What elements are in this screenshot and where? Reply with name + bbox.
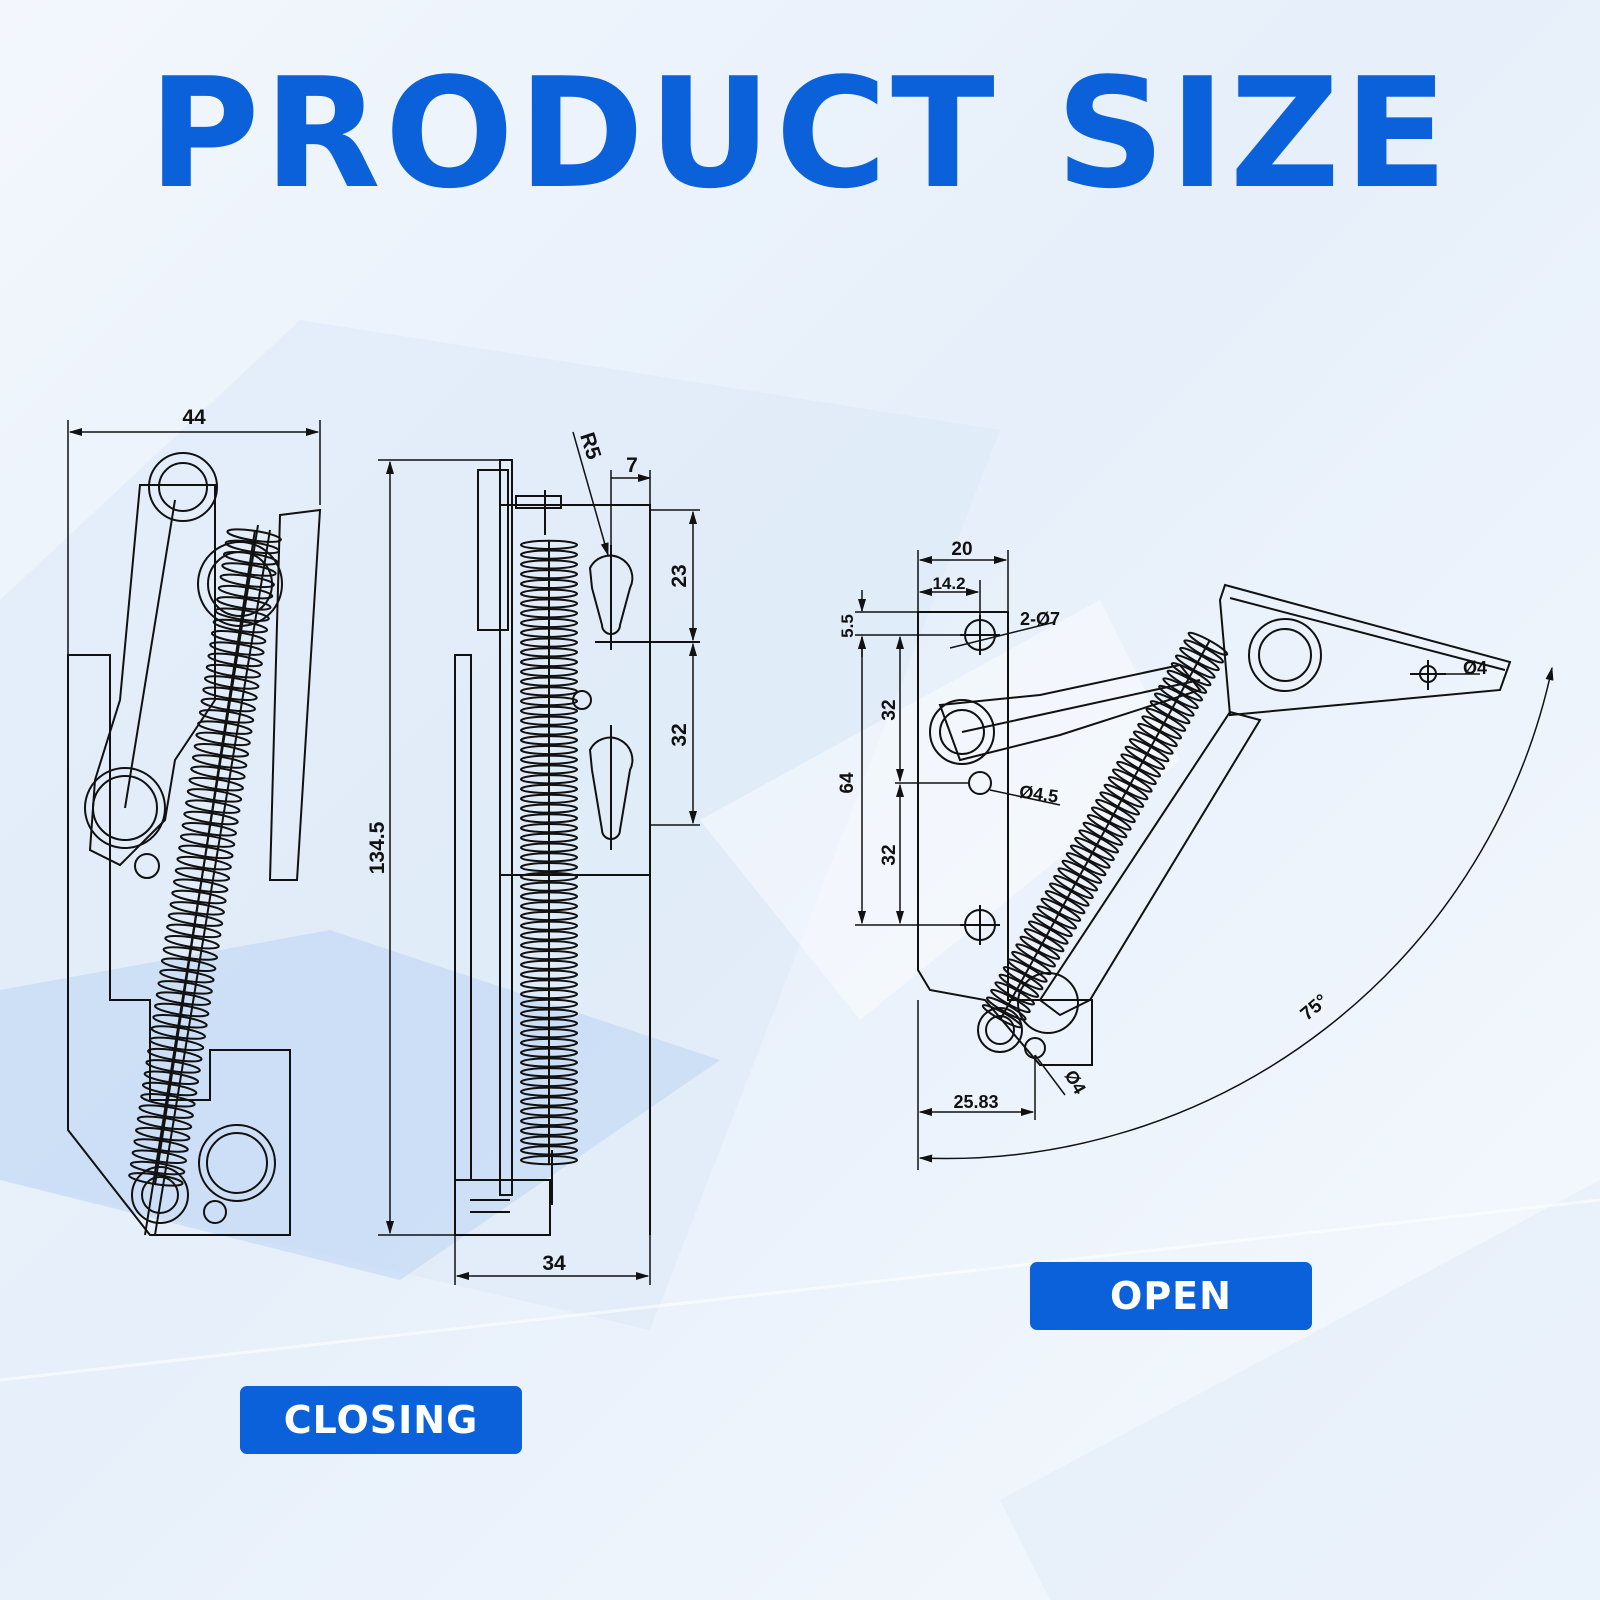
dim-base-offset: 25.83: [953, 1092, 998, 1112]
dim-top-gap: 5.5: [838, 614, 857, 638]
dim-hole-mid: Ø4.5: [1018, 781, 1059, 806]
dim-total: 64: [837, 772, 858, 794]
page-title: PRODUCT SIZE: [148, 45, 1452, 222]
open-spring: [981, 631, 1229, 1029]
dim-open-width: 20: [951, 539, 972, 560]
dim-height: 134.5: [366, 821, 389, 874]
closing-front-spring: [128, 528, 282, 1187]
dim-slot-a: 23: [668, 564, 691, 587]
open-dimensions: [855, 550, 1554, 1170]
closing-side-view: [454, 459, 700, 1236]
dim-base-hole: Ø4: [1061, 1067, 1090, 1098]
closing-front-view: [67, 452, 322, 1236]
dim-slot-offset: 7: [626, 454, 638, 477]
closing-side-spring: [520, 539, 578, 1166]
closing-front-dimensions: [67, 420, 321, 655]
dim-slot-b: 32: [668, 723, 691, 746]
dim-bottom-width: 34: [542, 1252, 566, 1275]
dim-width-top: 44: [182, 406, 206, 429]
dim-spacing-a: 32: [879, 699, 900, 720]
dim-holes: 2-Ø7: [1020, 609, 1060, 629]
dim-angle: 75°: [1297, 991, 1333, 1026]
closing-badge: CLOSING: [240, 1386, 522, 1454]
closing-side-dimensions: [378, 431, 700, 1285]
open-badge: OPEN: [1030, 1262, 1312, 1330]
dim-hole-x: 14.2: [932, 574, 965, 593]
dim-spacing-b: 32: [879, 844, 900, 865]
dim-arm-hole: Ø4: [1463, 658, 1487, 678]
